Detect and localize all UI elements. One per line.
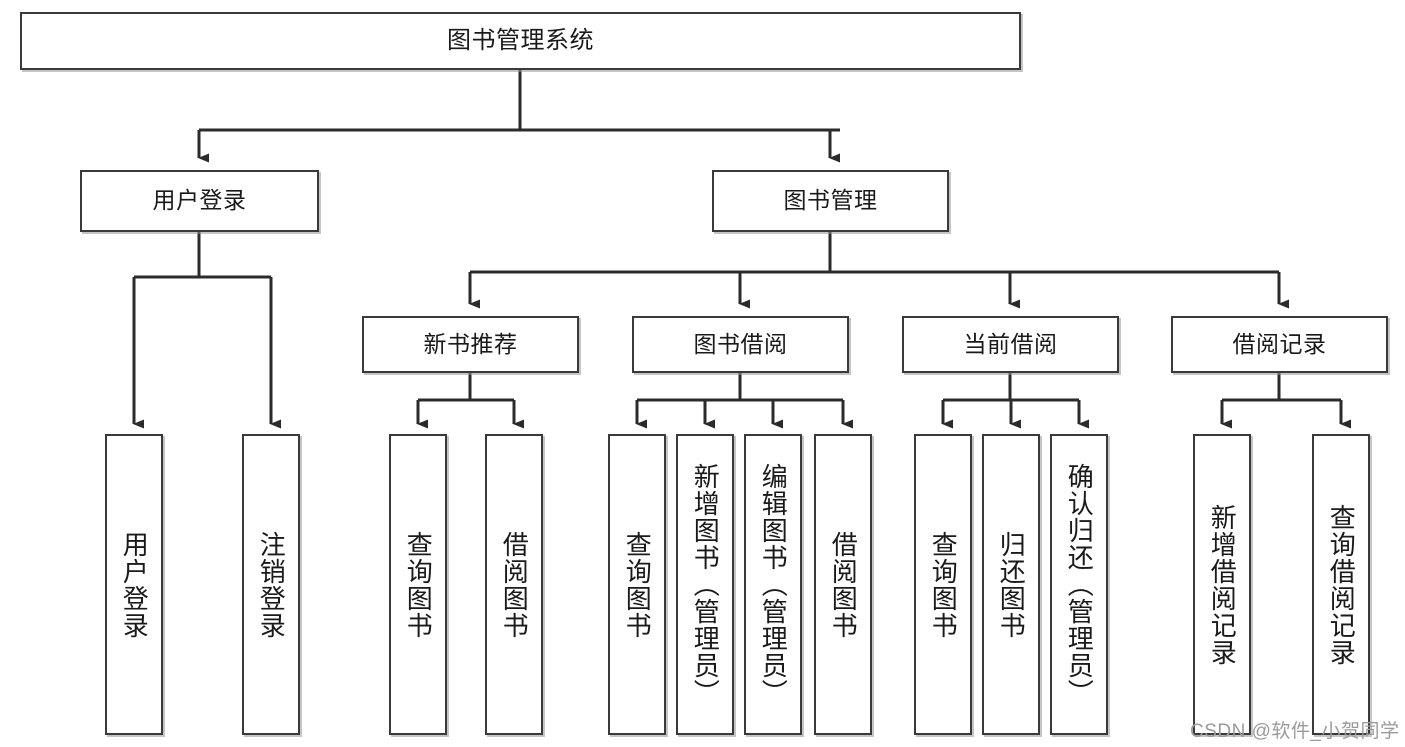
node-book-manage[interactable]: 图书管理 <box>712 170 949 232</box>
node-leaf-add-borrow-record[interactable]: 新增借阅记录 <box>1193 434 1251 735</box>
node-book-borrow[interactable]: 图书借阅 <box>632 316 849 373</box>
node-user-login[interactable]: 用户登录 <box>80 170 319 232</box>
node-label: 新书推荐 <box>423 330 518 357</box>
node-new-book-recommend[interactable]: 新书推荐 <box>362 316 579 373</box>
node-current-borrow[interactable]: 当前借阅 <box>902 316 1119 373</box>
node-leaf-edit-book[interactable]: 编辑图书（管理员） <box>744 434 802 735</box>
node-leaf-query-book-3[interactable]: 查询图书 <box>914 434 972 735</box>
node-leaf-logout-login[interactable]: 注销登录 <box>242 434 300 735</box>
node-leaf-query-borrow-record[interactable]: 查询借阅记录 <box>1312 434 1370 735</box>
node-leaf-confirm-return[interactable]: 确认归还（管理员） <box>1050 434 1108 735</box>
node-label: 注销登录 <box>256 530 287 639</box>
node-label: 查询图书 <box>928 530 959 639</box>
node-label: 借阅记录 <box>1232 330 1327 357</box>
node-leaf-user-login[interactable]: 用户登录 <box>105 434 163 735</box>
node-borrow-record[interactable]: 借阅记录 <box>1171 316 1388 373</box>
node-label: 图书管理 <box>783 187 878 214</box>
node-leaf-query-book-1[interactable]: 查询图书 <box>389 434 447 735</box>
node-label: 确认归还（管理员） <box>1064 463 1095 706</box>
node-label: 借阅图书 <box>828 530 859 639</box>
node-label: 归还图书 <box>996 530 1027 639</box>
node-leaf-return-book[interactable]: 归还图书 <box>982 434 1040 735</box>
node-leaf-query-book-2[interactable]: 查询图书 <box>608 434 666 735</box>
node-label: 查询图书 <box>622 530 653 639</box>
node-label: 当前借阅 <box>963 330 1058 357</box>
node-label: 用户登录 <box>119 530 150 639</box>
node-leaf-borrow-book-1[interactable]: 借阅图书 <box>485 434 543 735</box>
node-label: 图书借阅 <box>693 330 788 357</box>
node-label: 新增借阅记录 <box>1207 503 1238 666</box>
node-label: 编辑图书（管理员） <box>758 463 789 706</box>
node-label: 用户登录 <box>152 187 247 214</box>
node-leaf-add-book[interactable]: 新增图书（管理员） <box>676 434 734 735</box>
node-label: 图书管理系统 <box>447 26 594 54</box>
node-label: 新增图书（管理员） <box>690 463 721 706</box>
node-root-system[interactable]: 图书管理系统 <box>20 12 1021 70</box>
csdn-watermark: CSDN @软件_小贺同学 <box>1190 721 1400 742</box>
node-label: 查询图书 <box>403 530 434 639</box>
node-leaf-borrow-book-2[interactable]: 借阅图书 <box>814 434 872 735</box>
node-label: 借阅图书 <box>499 530 530 639</box>
node-label: 查询借阅记录 <box>1326 503 1357 666</box>
